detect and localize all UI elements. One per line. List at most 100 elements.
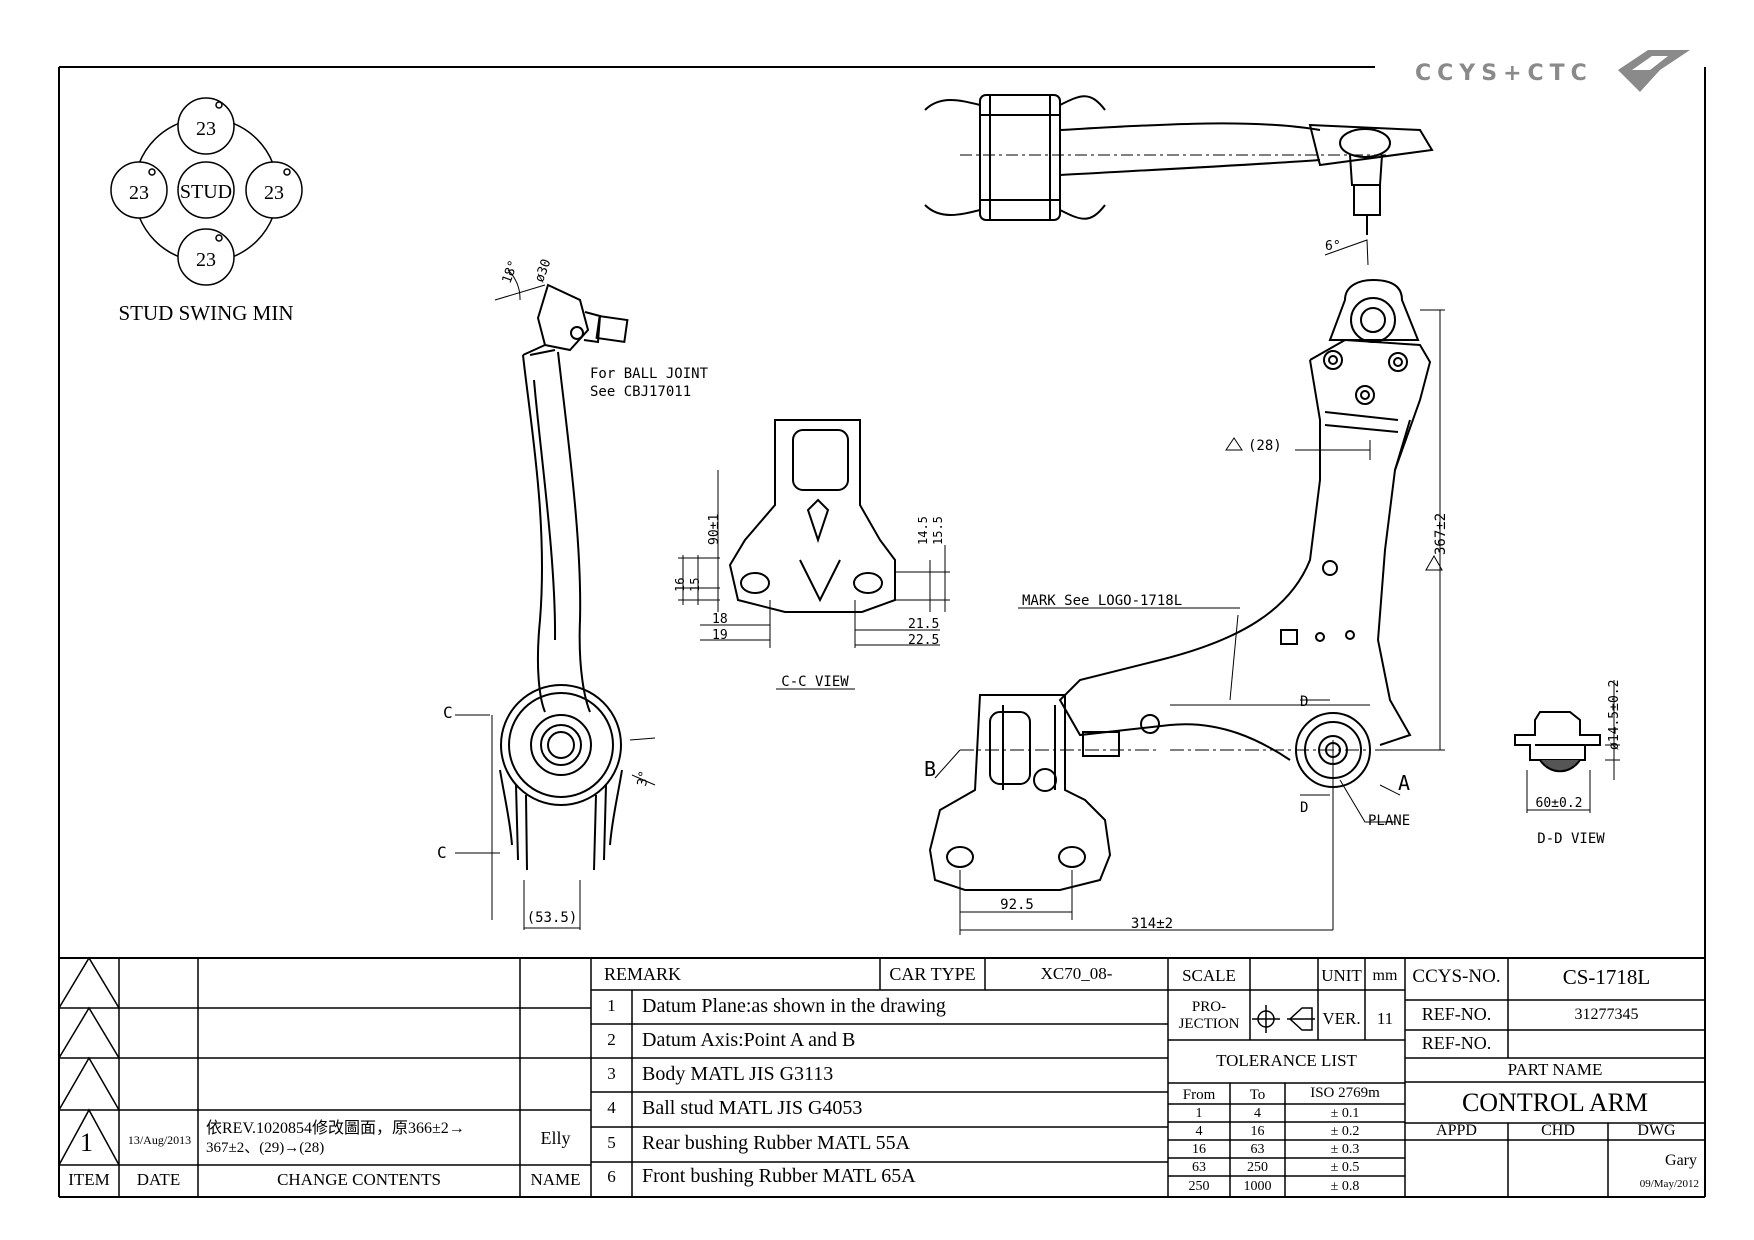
- dim-28: (28): [1248, 438, 1282, 454]
- unit-value: mm: [1372, 967, 1398, 984]
- cc-dim-16: 16: [673, 578, 687, 592]
- remark-no-4: 4: [607, 1098, 616, 1117]
- note-for-ball-joint: For BALL JOINT: [590, 366, 709, 382]
- header-change-contents: CHANGE CONTENTS: [277, 1170, 441, 1189]
- tol-value-3: ± 0.3: [1330, 1142, 1360, 1157]
- remark-no-5: 5: [607, 1133, 616, 1152]
- dim-314: 314±2: [1131, 916, 1173, 932]
- tol-from-2: 4: [1195, 1124, 1203, 1139]
- tol-to-1: 4: [1254, 1106, 1261, 1121]
- top-view-dims: [960, 154, 1390, 266]
- revision-contents-1-line1: 依REV.1020854修改圖面，原366±2→: [206, 1120, 465, 1137]
- tol-value-4: ± 0.5: [1330, 1160, 1360, 1175]
- company-logo: CCYS+CTC: [1415, 50, 1690, 92]
- tol-to-5: 1000: [1243, 1179, 1272, 1194]
- tol-to-2: 16: [1250, 1124, 1265, 1139]
- section-d-lower: D: [1300, 800, 1308, 816]
- cc-dim-14-5: 14.5: [916, 516, 930, 545]
- ver-value: 11: [1376, 1009, 1394, 1028]
- ref-no-value: 31277345: [1574, 1006, 1639, 1023]
- tol-value-2: ± 0.2: [1330, 1124, 1360, 1139]
- cc-dim-15-5: 15.5: [931, 516, 945, 545]
- tol-from-4: 63: [1192, 1160, 1206, 1175]
- scale-label: SCALE: [1182, 966, 1236, 985]
- side-view: [499, 283, 629, 871]
- remark-no-2: 2: [607, 1030, 616, 1049]
- ccys-no-label: CCYS-NO.: [1412, 966, 1501, 987]
- cc-dim-15: 15: [688, 578, 702, 592]
- cc-dim-19: 19: [712, 628, 728, 643]
- dwg-label: DWG: [1637, 1122, 1676, 1139]
- tolerance-title: TOLERANCE LIST: [1216, 1051, 1357, 1070]
- section-c-lower: C: [437, 843, 447, 862]
- note-plane: PLANE: [1368, 813, 1410, 829]
- remark-no-1: 1: [607, 996, 616, 1015]
- tol-header-to: To: [1249, 1087, 1266, 1103]
- drawn-by: Gary: [1665, 1152, 1697, 1169]
- car-type-value: XC70_08-: [1040, 964, 1113, 983]
- projection-label-2: JECTION: [1178, 1016, 1240, 1032]
- datum-a: A: [1398, 771, 1410, 795]
- tol-from-5: 250: [1188, 1179, 1210, 1194]
- front-view-dims: [934, 309, 1445, 935]
- cc-dim-21-5: 21.5: [908, 617, 939, 632]
- tol-value-5: ± 0.8: [1330, 1179, 1360, 1194]
- unit-label: UNIT: [1321, 966, 1362, 985]
- note-see-cbj: See CBJ17011: [590, 384, 691, 400]
- cc-dim-22-5: 22.5: [908, 633, 939, 648]
- dd-dim-60: 60±0.2: [1536, 796, 1583, 811]
- remark-title: REMARK: [604, 964, 682, 984]
- stud-swing-label: STUD SWING MIN: [119, 301, 294, 325]
- section-c-upper: C: [443, 703, 453, 722]
- cc-dim-90: 90±1: [707, 514, 722, 545]
- revision-name-1: Elly: [540, 1128, 571, 1148]
- cc-dim-18: 18: [712, 612, 728, 627]
- cc-view-label: C-C VIEW: [781, 674, 849, 690]
- stud-left-value: 23: [129, 182, 149, 204]
- appd-label: APPD: [1436, 1122, 1477, 1139]
- logo-text: CCYS+CTC: [1415, 61, 1593, 86]
- dim-53-5: (53.5): [527, 910, 578, 926]
- note-mark-see-logo: MARK See LOGO-1718L: [1022, 593, 1182, 609]
- stud-bottom-value: 23: [196, 249, 216, 271]
- remark-text-6: Front bushing Rubber MATL 65A: [642, 1165, 916, 1187]
- ref-no-label: REF-NO.: [1421, 1004, 1492, 1024]
- remark-no-6: 6: [607, 1167, 616, 1186]
- remark-text-2: Datum Axis:Point A and B: [642, 1029, 856, 1051]
- side-view-dims: [455, 269, 656, 930]
- remark-text-5: Rear bushing Rubber MATL 55A: [642, 1132, 911, 1154]
- dim-92-5: 92.5: [1000, 897, 1034, 913]
- projection-label-1: PRO-: [1191, 999, 1227, 1015]
- remark-text-4: Ball stud MATL JIS G4053: [642, 1097, 863, 1119]
- car-type-label: CAR TYPE: [889, 964, 976, 984]
- stud-swing-diagram: [110, 97, 303, 286]
- tol-to-3: 63: [1250, 1142, 1265, 1157]
- dim-367: 367±2: [1433, 513, 1449, 555]
- header-item: ITEM: [68, 1170, 110, 1189]
- revision-date-1: 13/Aug/2013: [127, 1133, 192, 1147]
- tol-from-3: 16: [1192, 1142, 1206, 1157]
- note-angle-3: 3°: [635, 769, 652, 787]
- part-name-label: PART NAME: [1507, 1060, 1603, 1079]
- header-date: DATE: [136, 1170, 181, 1189]
- dd-view-label: D-D VIEW: [1537, 831, 1605, 847]
- section-d-upper: D: [1300, 694, 1308, 710]
- dd-view-dims: [1526, 680, 1620, 813]
- ref-no-2-label: REF-NO.: [1421, 1033, 1492, 1053]
- tol-to-4: 250: [1247, 1160, 1268, 1175]
- drawn-date: 09/May/2012: [1639, 1178, 1699, 1190]
- header-name: NAME: [530, 1170, 581, 1189]
- stud-top-value: 23: [196, 118, 216, 140]
- tol-header-from: From: [1182, 1087, 1216, 1103]
- tol-value-1: ± 0.1: [1330, 1106, 1360, 1121]
- part-name-value: CONTROL ARM: [1461, 1088, 1649, 1117]
- remark-text-3: Body MATL JIS G3113: [642, 1063, 834, 1085]
- sheet-border: [58, 66, 1706, 1198]
- ccys-no-value: CS-1718L: [1562, 965, 1651, 989]
- remark-no-3: 3: [607, 1064, 616, 1083]
- dd-view: [1514, 711, 1601, 773]
- note-angle-6: 6°: [1325, 239, 1341, 254]
- cc-view-dims: [678, 470, 950, 690]
- tol-header-iso: ISO 2769m: [1310, 1085, 1380, 1101]
